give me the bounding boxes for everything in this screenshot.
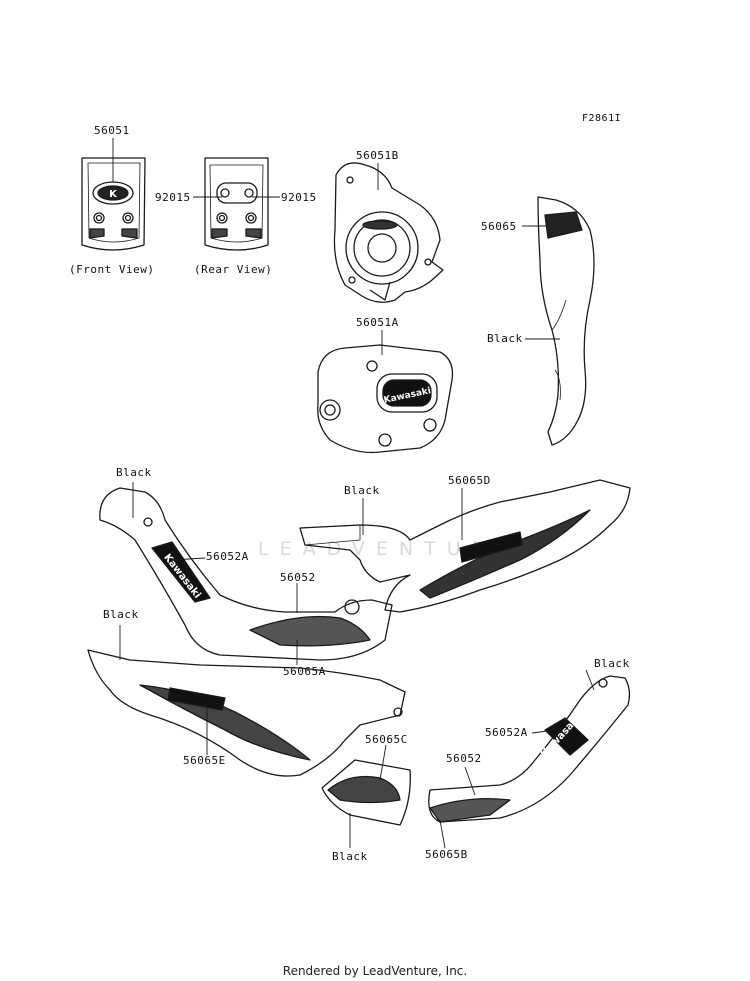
label-56051: 56051 [94,124,130,137]
label-black-mid-left: Black [103,608,139,621]
label-black-right: Black [594,657,630,670]
caption-front-view: (Front View) [69,263,155,276]
figure-code: F2861I [582,113,622,124]
label-92015-left: 92015 [155,191,191,204]
label-56065E: 56065E [183,754,226,767]
lower-shroud-right: Kawasaki [428,675,631,823]
label-56052-top: 56052 [280,571,316,584]
label-56065D: 56065D [448,474,491,487]
label-56065: 56065 [481,220,517,233]
clutch-cover-a: Kawasaki [317,344,454,454]
label-56065A: 56065A [283,665,326,678]
emblem-k-logo: K [109,189,118,200]
label-black-top-mid: Black [344,484,380,497]
label-black-top-left: Black [116,466,152,479]
front-emblem-plate: K [81,157,146,251]
upper-shroud-right [299,479,631,613]
leader-lines [112,138,595,849]
label-56051B: 56051B [356,149,399,162]
label-black-cowl: Black [487,332,523,345]
label-56052A-right: 56052A [485,726,528,739]
engine-cover-b [333,162,444,303]
caption-rear-view: (Rear View) [194,263,273,276]
side-panel-c [321,759,411,826]
label-56065C: 56065C [365,733,408,746]
side-cowl [537,196,595,446]
label-56052A-top: 56052A [206,550,249,563]
rear-emblem-plate [204,157,269,251]
label-56051A: 56051A [356,316,399,329]
label-black-bottom: Black [332,850,368,863]
label-56065B: 56065B [425,848,468,861]
lower-shroud-left [87,649,406,777]
label-92015-right: 92015 [281,191,317,204]
label-56052-right: 56052 [446,752,482,765]
footer-credit: Rendered by LeadVenture, Inc. [282,964,468,978]
upper-shroud-left: Kawasaki [99,487,393,661]
